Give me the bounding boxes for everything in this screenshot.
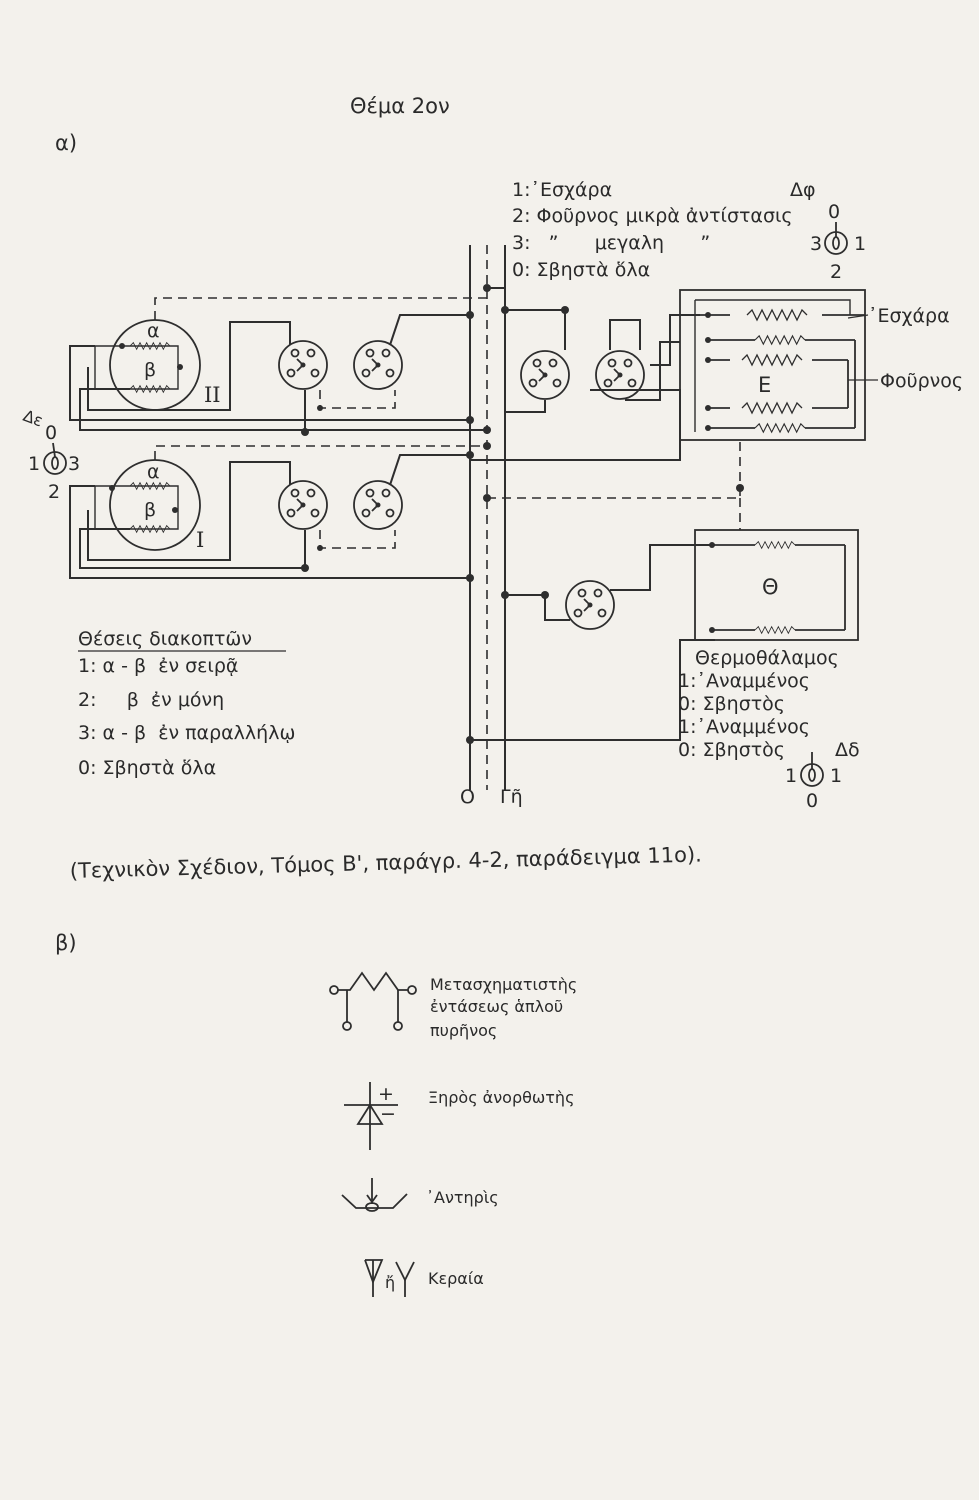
pos-label: 0 — [45, 422, 57, 444]
thermal-chamber-label: Θερμοθάλαμος — [695, 647, 839, 669]
switch-icon — [595, 350, 645, 400]
pos-label: 1 — [28, 453, 40, 475]
switch-icon — [565, 580, 615, 630]
pos-label: 2 — [830, 261, 842, 283]
switch-icon — [278, 480, 328, 530]
state-line: 0: Σβηστὸς — [678, 739, 785, 761]
legend-df: 1:᾿Εσχάρα 2: Φοῦρνος μικρὰ ἀντίστασις 3:… — [512, 179, 866, 283]
junction-dots — [301, 284, 744, 744]
symbol-label: πυρῆνος — [430, 1021, 497, 1040]
legend-line: 3: ” μεγαλη ” — [512, 232, 710, 254]
part-b-label: β) — [55, 931, 77, 955]
legend-item: 0: Σβηστὰ ὅλα — [78, 757, 216, 779]
pos-label: 1 — [830, 765, 842, 787]
transformer-symbol-icon — [329, 971, 417, 1031]
state-line: 1:᾿Αναμμένος — [678, 670, 810, 692]
wires — [69, 287, 741, 741]
state-line: 1:᾿Αναμμένος — [678, 716, 810, 738]
legend-item: 3: α - β ἐν παραλλήλῳ — [78, 722, 295, 744]
caption: (Τεχνικὸν Σχέδιον, Τόμος Β', παράγρ. 4-2… — [70, 842, 703, 883]
switch-icon — [353, 480, 403, 530]
part-a-label: α) — [55, 131, 77, 155]
switch-icon — [353, 340, 403, 390]
plus-sign: + — [378, 1083, 394, 1105]
symbol-label: ᾿Αντηρὶς — [426, 1188, 499, 1207]
pos-label: 1 — [854, 233, 866, 255]
page-title: Θέμα 2ον — [350, 94, 450, 118]
legend-item: 1: α - β ἐν σειρᾷ — [78, 655, 238, 677]
or-label: ἤ — [385, 1273, 395, 1292]
box-e-label: Ε — [758, 373, 771, 397]
state-line: 0: Σβηστὸς — [678, 693, 785, 715]
rotary-switch-icon — [824, 222, 848, 255]
legend-line: 0: Σβηστὰ ὅλα — [512, 259, 650, 281]
neutral-label: Ο — [460, 786, 475, 808]
legend-line: 2: Φοῦρνος μικρὰ ἀντίστασις — [512, 205, 793, 227]
symbol-label: Ξηρὸς ἀνορθωτὴς — [428, 1088, 574, 1107]
pos-label: 3 — [68, 453, 80, 475]
dry-rectifier-symbol-icon: + − — [344, 1082, 398, 1150]
pos-label: 1 — [785, 765, 797, 787]
bus-lines: Ο Γῆ — [460, 245, 523, 808]
legend-heading: Θέσεις διακοπτῶν — [78, 628, 252, 650]
symbol-label: Κεραία — [428, 1269, 484, 1288]
oven-label: Φοῦρνος — [880, 370, 963, 392]
box-e: Ε ᾿Εσχάρα Φοῦρνος — [679, 289, 963, 441]
grill-label: ᾿Εσχάρα — [868, 305, 950, 327]
symbol-label: ἐντάσεως ἁπλοῦ — [430, 997, 563, 1016]
beta-label: β — [144, 359, 156, 381]
switch-de: Δε 0 1 3 2 — [21, 406, 80, 503]
pump-symbol-icon — [341, 1178, 408, 1212]
alpha-label: α — [147, 320, 160, 342]
pos-label: 0 — [806, 790, 818, 812]
unit-label: ΙΙ — [204, 383, 221, 407]
pos-label: 0 — [828, 201, 840, 223]
unit-label: Ι — [196, 528, 204, 552]
switch-de-label: Δε — [21, 406, 46, 431]
heater-unit-1: α β Ι — [94, 459, 204, 552]
legend-item: 2: β ἐν μόνη — [78, 689, 224, 711]
switch-icon — [278, 340, 328, 390]
switches — [278, 340, 645, 630]
rotary-switch-icon — [800, 752, 824, 787]
switch-positions-legend: Θέσεις διακοπτῶν 1: α - β ἐν σειρᾷ 2: β … — [78, 628, 295, 779]
switch-icon — [520, 350, 570, 400]
legend-line: 1:᾿Εσχάρα — [512, 179, 612, 201]
antenna-symbol-icon: ἤ — [364, 1259, 415, 1297]
pos-label: 3 — [810, 233, 822, 255]
alpha-label: α — [147, 461, 160, 483]
box-theta: Θ Θερμοθάλαμος 1:᾿Αναμμένος 0: Σβηστὸς 1… — [678, 529, 860, 812]
switch-dd-label: Δδ — [835, 739, 860, 761]
minus-sign: − — [380, 1103, 396, 1125]
symbol-label: Μετασχηματιστὴς — [430, 975, 577, 994]
switch-df-label: Δφ — [790, 179, 816, 201]
beta-label: β — [144, 499, 156, 521]
earth-label: Γῆ — [500, 786, 523, 808]
rotary-switch-icon — [43, 442, 67, 475]
box-theta-label: Θ — [762, 575, 779, 599]
heater-unit-2: α β ΙΙ — [94, 319, 221, 411]
pos-label: 2 — [48, 481, 60, 503]
